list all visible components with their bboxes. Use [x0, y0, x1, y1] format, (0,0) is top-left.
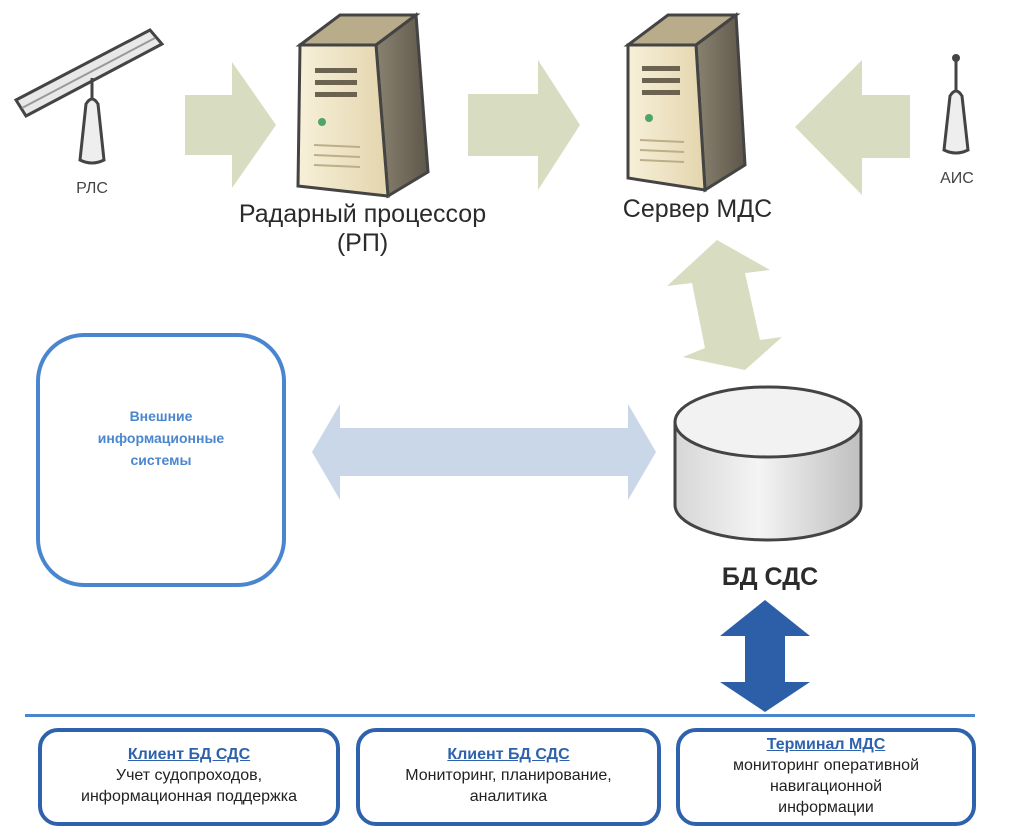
terminal-line: мониторинг оперативной: [732, 757, 919, 774]
external-systems-line1: Внешние: [129, 407, 193, 424]
ais-antenna-icon: [942, 54, 970, 155]
arrow-rls-to-rp: [185, 62, 276, 188]
external-systems-line2: информационные: [97, 429, 225, 446]
client-line: Учет судопроходов,: [115, 767, 263, 784]
radar-processor-server-icon: [295, 12, 430, 199]
external-systems-line3: системы: [130, 451, 192, 468]
external-systems-label: Внешние информационные системы: [66, 405, 256, 471]
terminal-line: навигационной: [769, 778, 883, 795]
client-title: Клиент БД СДС: [447, 746, 570, 763]
external-systems-box: Внешние информационные системы: [36, 333, 286, 587]
terminal-line: информации: [778, 799, 874, 816]
arrow-db-clients: [720, 600, 810, 712]
client-box-accounting: Клиент БД СДС Учет судопроходов, информа…: [38, 728, 340, 826]
mds-server-icon: [623, 12, 747, 193]
arrow-ais-to-server: [795, 60, 910, 195]
radar-processor-label: Радарный процессор (РП): [190, 200, 535, 258]
client-title: Клиент БД СДС: [127, 746, 251, 763]
clients-bus-line: [25, 714, 975, 717]
radar-antenna-icon: [13, 28, 165, 165]
radar-processor-label-line1: Радарный процессор: [238, 200, 487, 228]
arrow-server-db: [667, 240, 782, 370]
database-icon: [673, 385, 863, 542]
ais-label: АИС: [940, 170, 974, 187]
arrow-external-db: [312, 404, 656, 500]
terminal-box-mds: Терминал МДС мониторинг оперативной нави…: [676, 728, 976, 826]
terminal-title: Терминал МДС: [766, 736, 886, 753]
mds-server-label: Сервер МДС: [622, 195, 773, 223]
client-line: аналитика: [469, 788, 548, 805]
client-line: информационная поддержка: [81, 788, 297, 805]
db-label: БД СДС: [721, 563, 819, 591]
rls-label: РЛС: [76, 180, 108, 197]
radar-processor-label-line2: (РП): [336, 229, 389, 257]
arrow-rp-to-server: [468, 60, 580, 190]
client-box-monitoring: Клиент БД СДС Мониторинг, планирование, …: [356, 728, 661, 826]
client-line: Мониторинг, планирование,: [405, 767, 612, 784]
